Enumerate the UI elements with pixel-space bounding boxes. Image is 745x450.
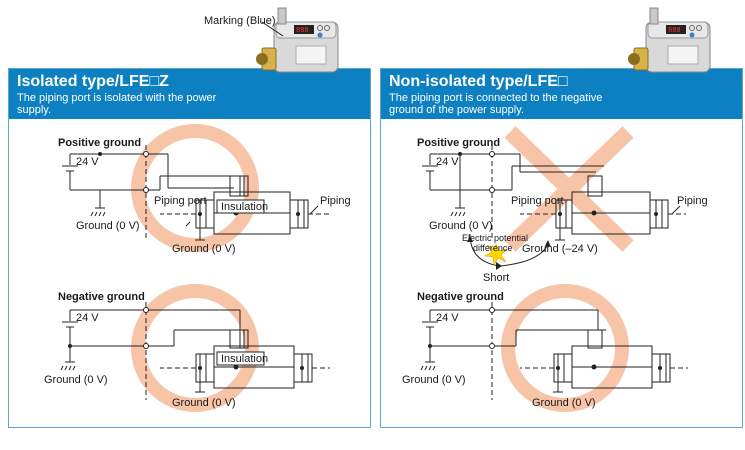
non-isolated-positive-ground-left-label: Ground (0 V) <box>429 220 493 232</box>
isolated-type-description: The piping port is isolated with the pow… <box>17 92 217 116</box>
ok-circle-isolated-negative <box>131 284 259 412</box>
isolated-positive-voltage-label: 24 V <box>76 156 99 168</box>
isolated-negative-ground-circuit <box>60 302 330 400</box>
isolated-negative-insulation-label: Insulation <box>221 353 268 365</box>
isolated-negative-voltage-label: 24 V <box>76 312 99 324</box>
non-isolated-positive-ground-title: Positive ground <box>417 137 500 149</box>
non-isolated-type-panel: Non-isolated type/LFE□ The piping port i… <box>380 68 743 428</box>
non-isolated-type-description: The piping port is connected to the nega… <box>389 92 603 116</box>
non-isolated-positive-ground-neg-label: Ground (–24 V) <box>522 243 598 255</box>
short-label: Short <box>483 272 509 284</box>
non-isolated-positive-ground-circuit <box>422 145 686 270</box>
isolated-type-title: Isolated type/LFE□Z <box>17 73 169 90</box>
ok-circle-non-isolated-negative <box>501 284 629 412</box>
potential-difference-label-line2: difference <box>473 243 512 253</box>
non-isolated-negative-ground-title: Negative ground <box>417 291 504 303</box>
non-isolated-negative-voltage-label: 24 V <box>436 312 459 324</box>
non-isolated-negative-ground-circuit <box>420 302 688 400</box>
non-isolated-positive-piping-label: Piping <box>677 195 708 207</box>
marking-callout: Marking (Blue) <box>204 15 276 27</box>
ng-cross-icon <box>504 126 634 252</box>
short-spark-icon <box>484 243 508 266</box>
non-isolated-type-header: Non-isolated type/LFE□ The piping port i… <box>381 69 742 119</box>
isolated-positive-piping-port-label: Piping port <box>154 195 207 207</box>
non-isolated-negative-ground-left-label: Ground (0 V) <box>402 374 466 386</box>
product-photo-right <box>627 7 711 73</box>
isolated-positive-insulation-label: Insulation <box>221 201 268 213</box>
isolated-positive-ground-bottom-label: Ground (0 V) <box>172 243 236 255</box>
isolated-positive-ground-left-label: Ground (0 V) <box>76 220 140 232</box>
non-isolated-positive-piping-port-label: Piping port <box>511 195 564 207</box>
non-isolated-type-title: Non-isolated type/LFE□ <box>389 73 568 90</box>
ok-circle-isolated-positive <box>131 124 259 252</box>
isolated-type-header: Isolated type/LFE□Z The piping port is i… <box>9 69 370 119</box>
isolated-positive-ground-circuit <box>62 145 330 241</box>
marking-leader-line <box>261 21 284 37</box>
non-isolated-positive-voltage-label: 24 V <box>436 156 459 168</box>
isolated-negative-ground-left-label: Ground (0 V) <box>44 374 108 386</box>
isolated-positive-ground-title: Positive ground <box>58 137 141 149</box>
non-isolated-negative-ground-bottom-label: Ground (0 V) <box>532 397 596 409</box>
potential-difference-label-line1: Electric potential <box>462 233 528 243</box>
isolated-negative-ground-title: Negative ground <box>58 291 145 303</box>
isolated-negative-ground-bottom-label: Ground (0 V) <box>172 397 236 409</box>
isolated-positive-piping-label: Piping <box>320 195 351 207</box>
